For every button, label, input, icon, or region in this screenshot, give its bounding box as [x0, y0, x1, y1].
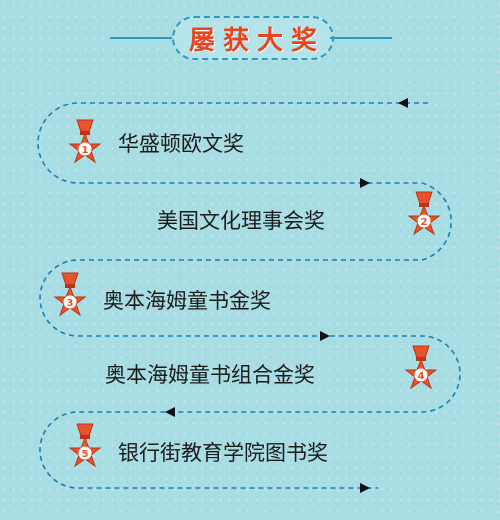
award-label: 银行街教育学院图书奖	[118, 441, 328, 465]
section-header: 屡获大奖	[0, 16, 500, 60]
arrow-right-icon	[360, 483, 370, 493]
medal-number: 1	[82, 145, 89, 156]
arrow-left-icon	[165, 407, 175, 417]
medal-number: 2	[421, 217, 428, 228]
arrow-right-icon	[320, 331, 330, 341]
award-label: 美国文化理事会奖	[157, 209, 325, 233]
title-rule-left	[110, 37, 172, 39]
medal-number: 4	[418, 371, 425, 382]
award-label: 奥本海姆童书组合金奖	[105, 363, 315, 387]
title-rule-right	[330, 37, 392, 39]
medal-number: 3	[67, 298, 74, 309]
medal-number: 5	[82, 449, 89, 460]
medal-icon: 1	[68, 118, 102, 164]
title-badge: 屡获大奖	[172, 16, 334, 60]
award-label: 华盛顿欧文奖	[118, 132, 244, 156]
medal-icon: 3	[53, 271, 87, 317]
award-label: 奥本海姆童书金奖	[103, 289, 271, 313]
medal-icon: 5	[68, 422, 102, 468]
arrow-left-icon	[398, 98, 408, 108]
arrow-right-icon	[360, 178, 370, 188]
medal-icon: 2	[407, 190, 441, 236]
dashed-route	[37, 102, 461, 489]
medal-icon: 4	[404, 344, 438, 390]
page-title: 屡获大奖	[188, 25, 325, 56]
